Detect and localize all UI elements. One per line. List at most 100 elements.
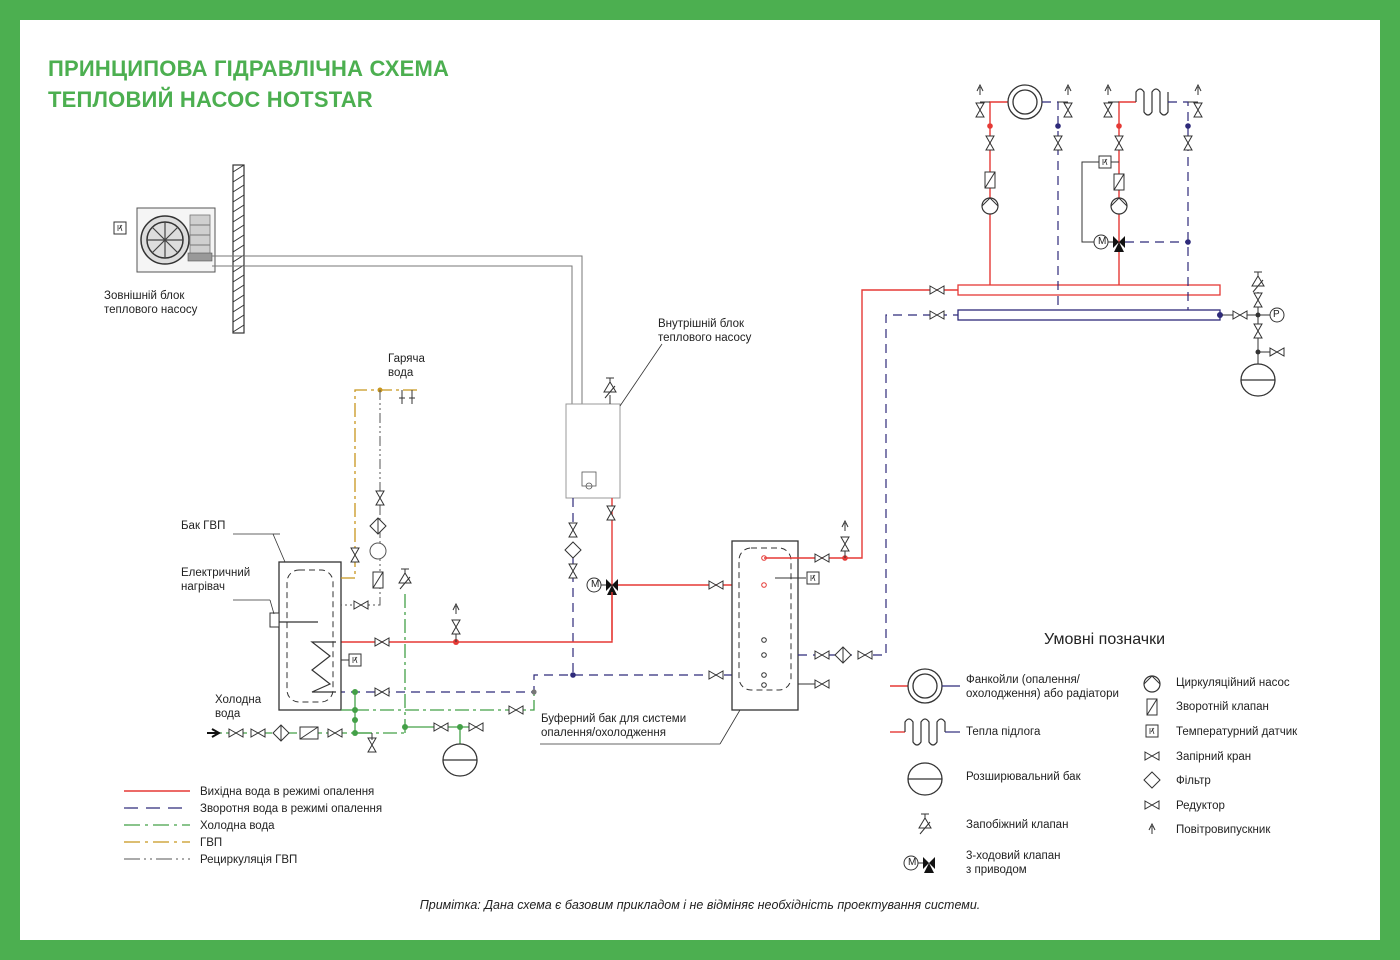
valve-icon <box>374 637 390 647</box>
page-title: ПРИНЦИПОВА ГІДРАВЛІЧНА СХЕМА <box>48 56 450 81</box>
air-vent-icon <box>452 603 460 615</box>
line-legend-cold: Холодна вода <box>200 820 275 832</box>
pressure-letter: P <box>1273 309 1280 320</box>
valve-icon <box>1253 323 1263 339</box>
buffer-tank-label-line: опалення/охолодження <box>541 727 666 739</box>
valve-icon <box>1103 102 1113 118</box>
valve-icon <box>1232 310 1248 320</box>
valve-icon <box>606 505 616 521</box>
symbol-legend-right <box>1143 675 1161 835</box>
valve-icon <box>929 310 945 320</box>
cold-water-label-line: Холодна <box>215 694 262 706</box>
legend-fancoil: Фанкойли (опалення/ охолодження) або рад… <box>966 673 1119 701</box>
valve-icon <box>985 135 995 151</box>
legend-filter: Фільтр <box>1176 775 1211 787</box>
valve-icon <box>568 563 578 579</box>
legend-three-way-valve-line: з приводом <box>966 864 1027 876</box>
line-legend-swatches <box>124 790 190 860</box>
legend-air-vent: Повітровипускник <box>1176 824 1271 836</box>
legend-safety-valve: Запобіжний клапан <box>966 819 1069 831</box>
line-legend-recirc: Рециркуляція ГВП <box>200 854 298 866</box>
outdoor-unit <box>136 207 216 273</box>
line-legend-supply: Вихідна вода в режимі опалення <box>200 786 375 798</box>
line-legend-dhw: ГВП <box>200 837 223 849</box>
legend-temp-sensor: Температурний датчик <box>1176 726 1298 738</box>
filter-icon <box>369 517 387 535</box>
valve-icon <box>975 102 985 118</box>
valve-icon <box>468 722 484 732</box>
cold-water-label-line: вода <box>215 708 241 720</box>
symbol-legend-left <box>890 668 960 874</box>
valve-icon <box>367 737 377 753</box>
filter-icon <box>834 646 852 664</box>
valve-icon <box>1269 347 1285 357</box>
legend-floor-heating: Тепла підлога <box>966 726 1041 738</box>
air-vent-icon <box>976 84 984 96</box>
valve-icon <box>353 600 369 610</box>
air-vent-icon <box>1194 84 1202 96</box>
valve-icon <box>451 619 461 635</box>
refrigerant-lines <box>212 255 583 404</box>
legend-fancoil-line: Фанкойли (опалення/ <box>966 674 1080 686</box>
legend-reducer: Редуктор <box>1176 800 1225 812</box>
floor-temp-sensor-icon <box>1098 155 1112 169</box>
valve-icon <box>508 705 524 715</box>
floor-heating-icon <box>1135 88 1169 116</box>
valve-icon <box>708 670 724 680</box>
valve-icon <box>327 728 343 738</box>
buffer-tank-label-line: Буферний бак для системи <box>541 713 687 725</box>
valve-icon <box>1183 135 1193 151</box>
valve-icon <box>840 536 850 552</box>
hot-water-label-line: вода <box>388 367 414 379</box>
hot-water-label: Гаряча вода <box>388 352 425 380</box>
electric-heater-label: Електричний нагрівач <box>181 566 250 594</box>
valve-icon <box>814 650 830 660</box>
air-vent-icon <box>841 520 849 532</box>
valve-icon <box>1053 135 1063 151</box>
system-safety-valve-icon <box>1251 271 1265 293</box>
motor-letter: M <box>1098 236 1107 247</box>
indoor-unit-label-line: теплового насосу <box>658 332 752 344</box>
indoor-unit <box>565 403 621 499</box>
buffer-temp-sensor-icon <box>806 571 820 585</box>
electric-heater-label-line: нагрівач <box>181 581 226 593</box>
filter-icon <box>564 541 582 559</box>
wall <box>232 164 245 334</box>
symbols-legend-title: Умовні позначки <box>1044 631 1166 648</box>
legend-shutoff-valve: Запірний кран <box>1176 751 1252 763</box>
valve-icon <box>433 722 449 732</box>
line-legend-return: Зворотня вода в режимі опалення <box>200 803 383 815</box>
electric-heater-label-line: Електричний <box>181 567 251 579</box>
check-valve-icon <box>984 171 996 189</box>
reducer-icon <box>250 728 266 738</box>
expansion-tank-icon <box>1240 363 1276 397</box>
legend-pump: Циркуляційний насос <box>1176 677 1290 689</box>
motor-letter: M <box>908 857 917 868</box>
valve-icon <box>228 728 244 738</box>
outdoor-temp-sensor-icon <box>113 221 127 235</box>
outdoor-unit-label-line: теплового насосу <box>104 304 198 316</box>
buffer-tank-label: Буферний бак для системи опалення/охолод… <box>541 712 686 740</box>
valve-icon <box>1253 292 1263 308</box>
valve-icon <box>814 553 830 563</box>
legend-three-way-valve-line: 3-ходовий клапан <box>966 850 1061 862</box>
supply-manifold <box>957 284 1221 296</box>
valve-icon <box>350 547 360 563</box>
check-valve-icon <box>372 571 384 589</box>
valve-icon <box>929 285 945 295</box>
air-vent-icon <box>1104 84 1112 96</box>
legend-three-way-valve: 3-ходовий клапан з приводом <box>966 849 1061 877</box>
valve-icon <box>1193 102 1203 118</box>
valve-icon <box>375 490 385 506</box>
outdoor-unit-label-line: Зовнішній блок <box>104 290 185 302</box>
page-subtitle: ТЕПЛОВИЙ НАСОС HOTSTAR <box>48 87 373 112</box>
dhw-tank-label: Бак ГВП <box>181 520 226 532</box>
pump-icon <box>1110 197 1128 215</box>
valve-icon <box>374 687 390 697</box>
valve-icon <box>1114 135 1124 151</box>
air-vent-icon <box>1064 84 1072 96</box>
cold-water-label: Холодна вода <box>215 693 261 721</box>
motor-letter: M <box>591 579 600 590</box>
footnote: Примітка: Дана схема є базовим прикладом… <box>419 898 981 912</box>
